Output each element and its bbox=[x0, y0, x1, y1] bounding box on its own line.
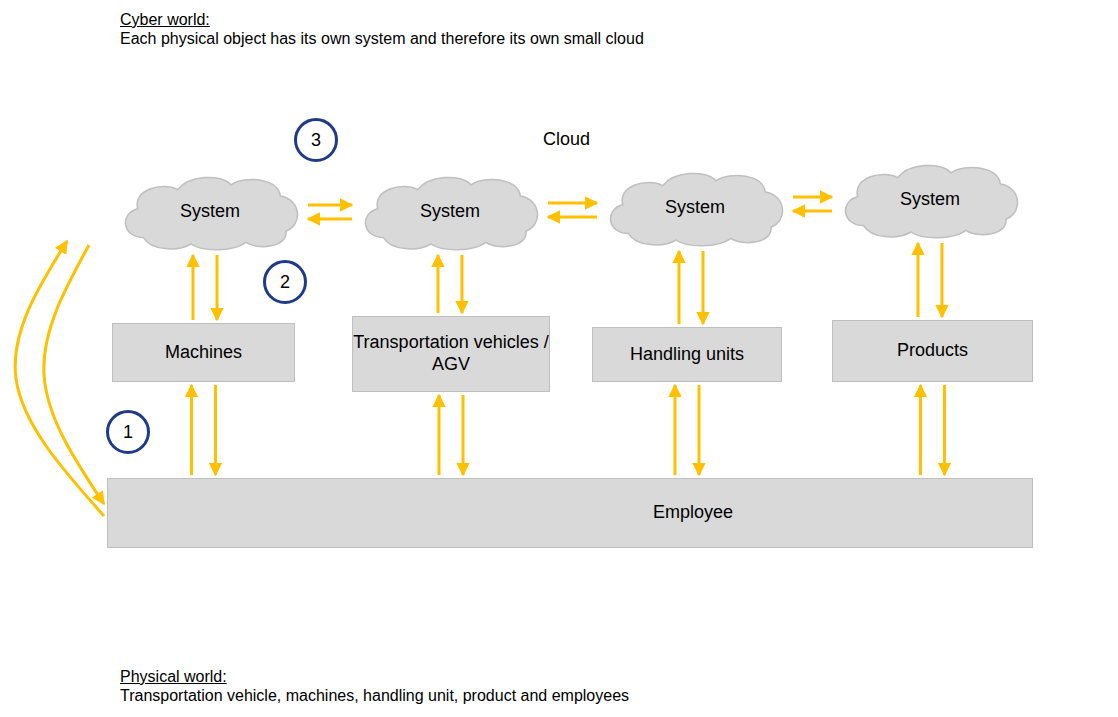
flow-arrow bbox=[192, 255, 195, 320]
node-label: Products bbox=[897, 340, 968, 362]
person-silhouette bbox=[297, 555, 313, 617]
flow-arrow bbox=[548, 216, 597, 219]
dashed-divider bbox=[10, 309, 1118, 312]
person-silhouette bbox=[967, 583, 983, 645]
label-text: Cyber world: bbox=[120, 11, 210, 28]
flow-arrow bbox=[437, 255, 440, 313]
section-note: Each physical object has its own system … bbox=[120, 30, 644, 48]
object-box: Handling units bbox=[592, 327, 782, 382]
person-silhouette bbox=[360, 573, 376, 635]
node-label: Machines bbox=[165, 342, 242, 364]
flow-arrow bbox=[216, 255, 219, 320]
flow-arrow bbox=[461, 255, 464, 313]
person-silhouette bbox=[850, 555, 866, 617]
flow-arrow bbox=[438, 395, 441, 475]
person-silhouette bbox=[147, 573, 163, 635]
node-label: System bbox=[665, 197, 725, 219]
section-title: Cyber world: bbox=[120, 11, 210, 29]
node-label: System bbox=[180, 201, 240, 223]
callout-number: 2 bbox=[263, 260, 307, 304]
person-silhouette bbox=[862, 579, 878, 641]
system-cloud: System bbox=[600, 168, 790, 248]
person-silhouette bbox=[275, 551, 291, 613]
callout-number: 3 bbox=[294, 118, 338, 162]
node-label: Handling units bbox=[630, 344, 744, 366]
flow-arrow bbox=[548, 202, 597, 205]
flow-arrow bbox=[190, 385, 193, 475]
flow-arrow bbox=[308, 204, 352, 207]
person-silhouette bbox=[247, 567, 263, 629]
node-label: Cloud bbox=[543, 129, 590, 151]
system-cloud: System bbox=[115, 172, 305, 252]
flow-arrow bbox=[943, 385, 946, 475]
section-note: Transportation vehicle, machines, handli… bbox=[120, 687, 629, 705]
person-silhouette bbox=[314, 595, 330, 657]
cloud-region: CloudSystemSystemSystemSystem bbox=[45, 95, 1088, 267]
object-box: Machines bbox=[112, 323, 295, 382]
label-text: 3 bbox=[311, 130, 321, 151]
person-silhouette bbox=[197, 547, 213, 609]
person-silhouette bbox=[774, 591, 790, 653]
person-silhouette bbox=[632, 577, 648, 639]
node-label: Employee bbox=[653, 502, 733, 524]
flow-arrow bbox=[214, 385, 217, 475]
node-label: Transportation vehicles / AGV bbox=[353, 332, 549, 375]
flow-arrow bbox=[793, 196, 832, 199]
label-text: Physical world: bbox=[120, 668, 227, 685]
section-title: Physical world: bbox=[120, 668, 227, 686]
flow-arrow bbox=[793, 210, 832, 213]
system-cloud: System bbox=[835, 160, 1025, 240]
flow-arrow bbox=[44, 245, 104, 504]
person-silhouette bbox=[922, 570, 938, 632]
flow-arrow bbox=[919, 385, 922, 475]
person-silhouette bbox=[652, 561, 668, 623]
person-silhouette bbox=[297, 597, 313, 659]
person-silhouette bbox=[553, 580, 567, 635]
person-silhouette bbox=[724, 555, 740, 617]
person-silhouette bbox=[525, 593, 541, 655]
label-text: Each physical object has its own system … bbox=[120, 30, 644, 47]
person-silhouette bbox=[610, 591, 626, 653]
person-silhouette bbox=[700, 547, 716, 609]
person-silhouette bbox=[675, 551, 691, 613]
flow-arrow bbox=[941, 243, 944, 317]
label-text: 2 bbox=[280, 272, 290, 293]
person-silhouette bbox=[424, 585, 440, 647]
label-text: 1 bbox=[123, 422, 133, 443]
callout-number: 1 bbox=[106, 410, 150, 454]
person-silhouette bbox=[880, 570, 896, 632]
person-silhouette bbox=[595, 593, 611, 655]
person-silhouette bbox=[462, 557, 478, 619]
flow-arrow bbox=[678, 251, 681, 324]
person-silhouette bbox=[997, 595, 1013, 657]
person-silhouette bbox=[902, 547, 918, 609]
person-silhouette bbox=[952, 557, 968, 619]
person-silhouette bbox=[800, 547, 816, 609]
system-cloud: System bbox=[355, 172, 545, 252]
person-silhouette bbox=[750, 595, 766, 657]
flow-arrow bbox=[308, 218, 352, 221]
node-label: System bbox=[900, 189, 960, 211]
employee-silhouettes bbox=[147, 547, 1013, 659]
flow-arrow bbox=[702, 251, 705, 324]
flow-arrow bbox=[698, 385, 701, 475]
object-box: Employee bbox=[107, 478, 1033, 548]
flow-arrow bbox=[917, 243, 920, 317]
flow-arrow bbox=[15, 241, 104, 516]
flow-arrow bbox=[462, 395, 465, 475]
person-silhouette bbox=[318, 549, 334, 611]
object-box: Products bbox=[832, 320, 1033, 382]
person-silhouette bbox=[172, 555, 188, 617]
object-box: Transportation vehicles / AGV bbox=[352, 316, 550, 392]
person-silhouette bbox=[507, 587, 523, 649]
person-silhouette bbox=[430, 551, 446, 613]
node-label: System bbox=[420, 201, 480, 223]
label-text: Transportation vehicle, machines, handli… bbox=[120, 687, 629, 704]
person-silhouette bbox=[824, 557, 840, 619]
flow-arrow bbox=[674, 385, 677, 475]
person-silhouette bbox=[402, 587, 418, 649]
